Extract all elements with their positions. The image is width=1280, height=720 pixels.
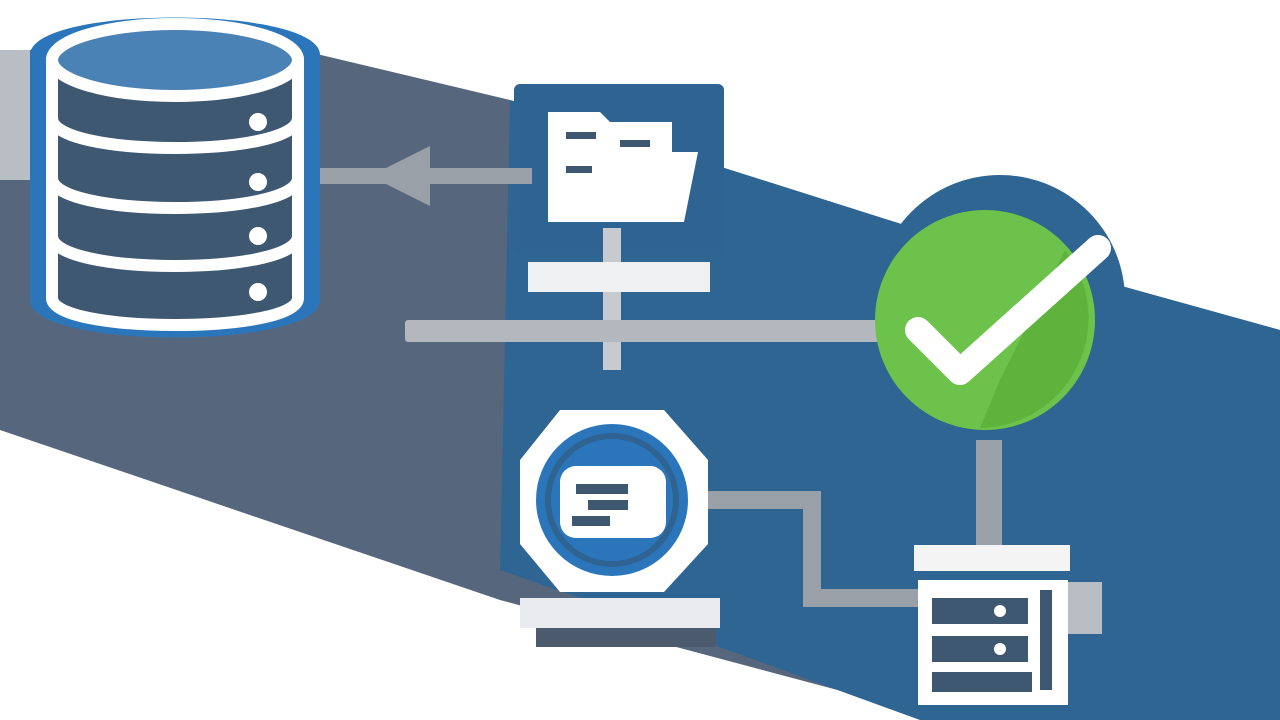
server-rail	[1040, 590, 1052, 690]
database-led-2	[249, 173, 267, 191]
server-cap	[914, 545, 1070, 571]
drive-slot-3	[572, 516, 610, 526]
database-led-3	[249, 227, 267, 245]
database-icon	[30, 17, 320, 338]
database-top	[46, 18, 304, 102]
drive-disc-ring	[545, 433, 679, 567]
server-side	[1062, 582, 1102, 634]
folder-shape	[548, 112, 698, 222]
database-led-1	[249, 113, 267, 131]
database-led-4	[249, 283, 267, 301]
folder-line-3	[566, 166, 592, 173]
checkmark-tick	[905, 235, 1111, 385]
drive-slot-2	[588, 500, 628, 510]
connector-folder-success	[405, 320, 885, 342]
server-icon	[914, 545, 1102, 705]
connector-folder-stem	[603, 228, 621, 370]
database-ring-1	[46, 116, 304, 154]
server-slot-3	[932, 672, 1032, 692]
drive-base	[536, 625, 716, 647]
drive-slot-1	[576, 484, 628, 494]
server-led-1	[994, 605, 1006, 617]
server-slot-2	[932, 636, 1028, 662]
arrowhead-left	[370, 146, 430, 206]
connector-folder-bar	[528, 262, 710, 292]
folder-icon	[548, 112, 698, 222]
drive-base-top	[520, 598, 720, 628]
checkmark-icon	[875, 175, 1125, 430]
folder-line-1	[566, 132, 596, 139]
connector-success-server	[976, 440, 1002, 550]
server-led-2	[994, 643, 1006, 655]
server-slot-1	[932, 598, 1028, 624]
band-edge-left	[0, 50, 30, 180]
connectors	[300, 146, 1002, 647]
connector-drive-server	[708, 491, 920, 607]
database-ring-3	[46, 234, 304, 272]
band-blue	[500, 100, 1280, 720]
database-ring-2	[46, 176, 304, 214]
folder-line-2	[620, 140, 650, 147]
hard-drive-icon	[520, 410, 708, 592]
